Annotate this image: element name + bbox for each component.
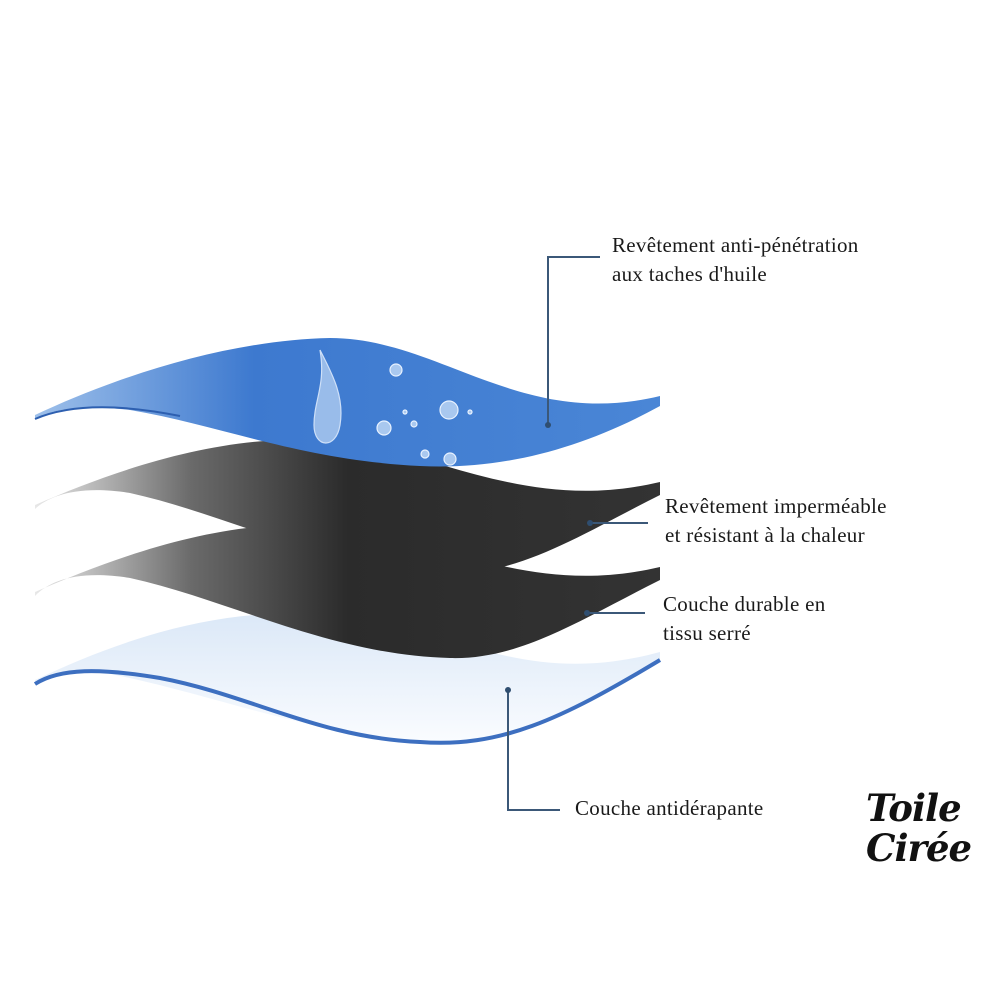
label-line: aux taches d'huile	[612, 262, 767, 286]
label-line: tissu serré	[663, 621, 751, 645]
logo-line-1: Toile	[866, 786, 962, 830]
layer-waterproof	[35, 439, 660, 574]
label-waterproof: Revêtement imperméable et résistant à la…	[665, 492, 887, 550]
label-line: et résistant à la chaleur	[665, 523, 865, 547]
label-fabric: Couche durable en tissu serré	[663, 590, 826, 648]
leader-dots	[505, 422, 593, 693]
layer-antislip	[33, 613, 662, 745]
layer-oil-resistant	[34, 338, 660, 467]
label-line: Revêtement imperméable	[665, 494, 887, 518]
label-antislip: Couche antidérapante	[575, 796, 764, 820]
leader-lines	[507, 256, 648, 811]
label-line: Revêtement anti-pénétration	[612, 233, 859, 257]
water-droplets-icon	[313, 349, 473, 466]
leader-line-1	[547, 256, 600, 425]
brand-logo: Toile Cirée	[866, 786, 972, 870]
logo-line-2: Cirée	[866, 826, 972, 870]
label-oil-resistant: Revêtement anti-pénétration aux taches d…	[612, 231, 859, 289]
layer-fabric	[35, 524, 660, 659]
leader-line-4	[507, 690, 560, 811]
label-line: Couche durable en	[663, 592, 826, 616]
